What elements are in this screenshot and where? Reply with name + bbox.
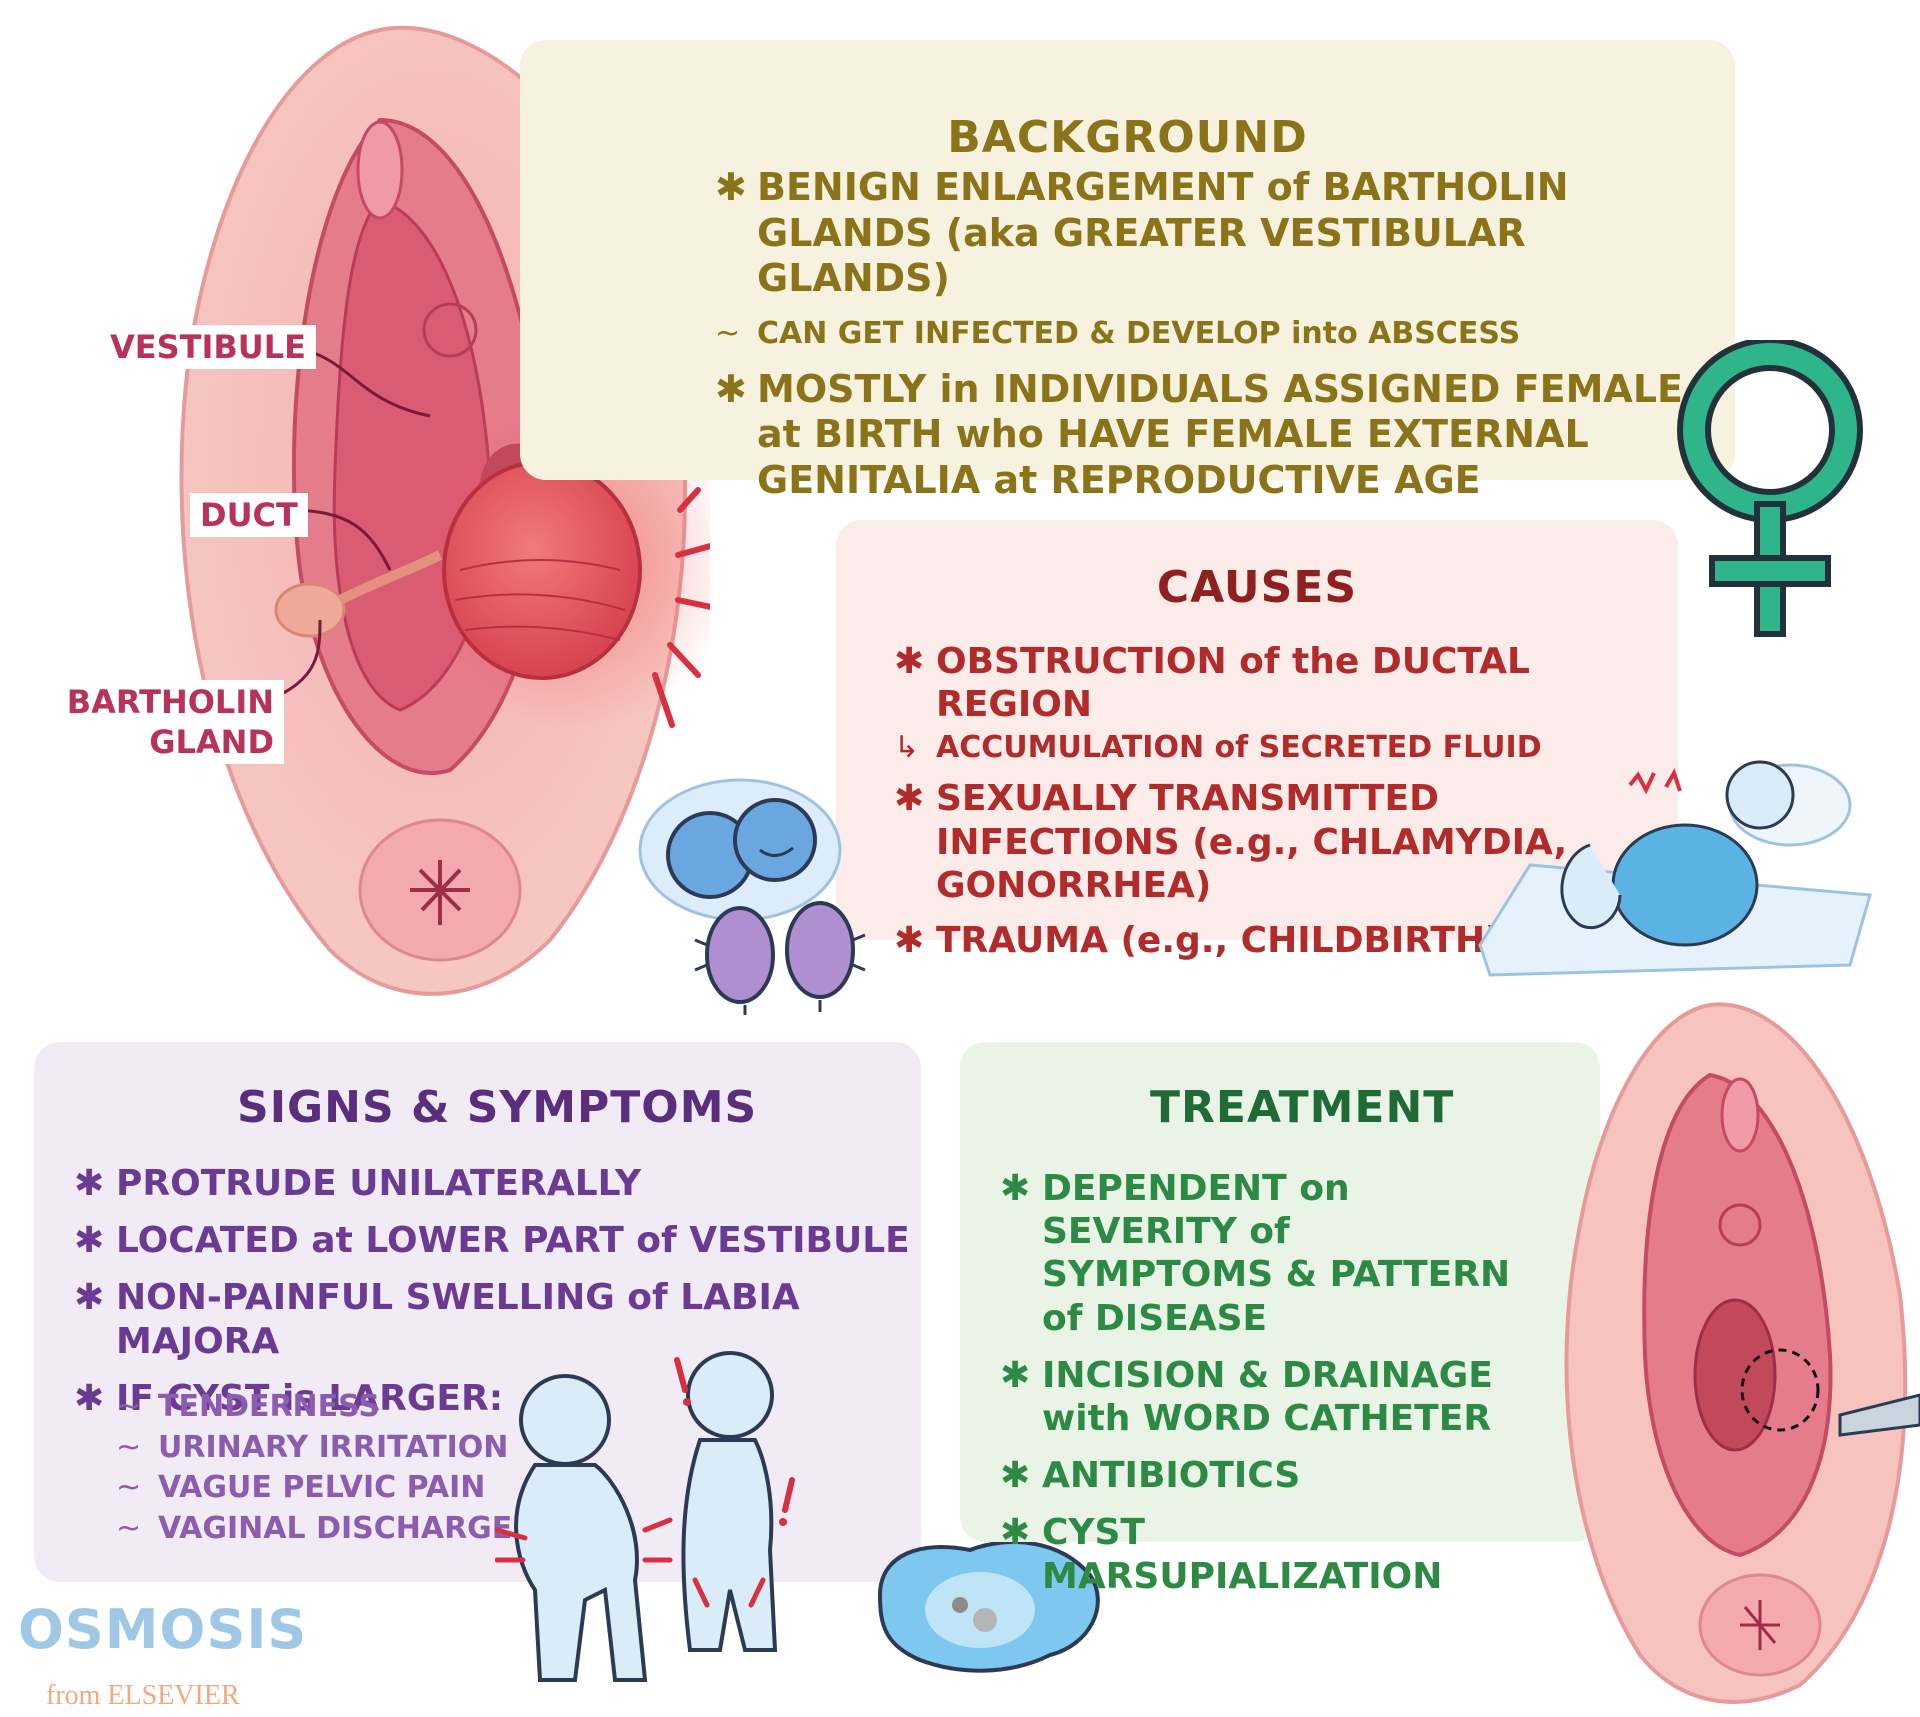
signs-subpoint: ~TENDERNESS [116, 1389, 381, 1424]
label-duct: DUCT [190, 493, 308, 537]
treatment-bullets: ✱DEPENDENT on SEVERITY of SYMPTOMS & PAT… [1000, 1167, 1520, 1612]
background-bullets: ✱BENIGN ENLARGEMENT of BARTHOLIN GLANDS … [715, 165, 1725, 504]
signs-bullet: ✱NON-PAINFUL SWELLING of LABIA MAJORA [74, 1277, 800, 1362]
causes-subpoint: ↳ACCUMULATION of SECRETED FLUID [894, 730, 1542, 766]
causes-bullet: ✱OBSTRUCTION of the DUCTAL REGION [894, 641, 1530, 726]
treatment-bullet: ✱DEPENDENT on SEVERITY of SYMPTOMS & PAT… [1000, 1168, 1511, 1339]
signs-panel: SIGNS & SYMPTOMS ✱PROTRUDE UNILATERALLY … [34, 1042, 921, 1582]
vulva-treatment-illustration [1564, 1002, 1920, 1704]
label-bartholin-gland: BARTHOLIN GLAND [52, 680, 284, 764]
background-bullet: ✱MOSTLY in INDIVIDUALS ASSIGNED FEMALE a… [715, 366, 1683, 502]
causes-title: CAUSES [1156, 562, 1358, 613]
signs-subpoints: ~TENDERNESS ~URINARY IRRITATION ~VAGUE P… [116, 1387, 512, 1549]
background-title: BACKGROUND [947, 112, 1308, 163]
pregnant-person-illustration [1478, 760, 1872, 977]
signs-bullet: ✱PROTRUDE UNILATERALLY [74, 1163, 642, 1204]
treatment-panel: TREATMENT ✱DEPENDENT on SEVERITY of SYMP… [960, 1042, 1600, 1597]
causes-bullet: ✱TRAUMA (e.g., CHILDBIRTH) [894, 919, 1502, 961]
elsevier-logo-text: from ELSEVIER [46, 1680, 240, 1711]
treatment-title: TREATMENT [1150, 1082, 1455, 1133]
background-subpoint: ~CAN GET INFECTED & DEVELOP into ABSCESS [715, 315, 1521, 351]
signs-bullet: ✱LOCATED at LOWER PART of VESTIBULE [74, 1220, 910, 1262]
label-vestibule: VESTIBULE [100, 325, 317, 369]
causes-bullet: ✱SEXUALLY TRANSMITTED INFECTIONS (e.g., … [894, 778, 1568, 906]
background-bullet: ✱BENIGN ENLARGEMENT of BARTHOLIN GLANDS … [715, 165, 1569, 301]
pain-figures-illustration [495, 1351, 795, 1682]
osmosis-logo: OSMOSIS [18, 1598, 308, 1661]
background-panel: BACKGROUND ✱BENIGN ENLARGEMENT of BARTHO… [520, 40, 1735, 502]
causes-bullets: ✱OBSTRUCTION of the DUCTAL REGION ↳ACCUM… [894, 640, 1654, 962]
sanitary-pad-icon [877, 1540, 1100, 1673]
treatment-bullet: ✱CYST MARSUPIALIZATION [1000, 1512, 1443, 1597]
signs-subpoint: ~URINARY IRRITATION [116, 1429, 509, 1465]
bacteria-illustration [638, 778, 866, 1015]
treatment-bullet: ✱ANTIBIOTICS [1000, 1455, 1301, 1497]
signs-bullets: ✱PROTRUDE UNILATERALLY ✱LOCATED at LOWER… [74, 1162, 914, 1434]
signs-subpoint: ~VAGINAL DISCHARGE [116, 1510, 513, 1546]
treatment-bullet: ✱INCISION & DRAINAGE with WORD CATHETER [1000, 1354, 1493, 1439]
female-symbol-icon [1677, 340, 1863, 637]
signs-bullet: ✱IF CYST is LARGER: [74, 1377, 504, 1419]
signs-title: SIGNS & SYMPTOMS [237, 1082, 758, 1133]
signs-subpoint: ~VAGUE PELVIC PAIN [116, 1470, 486, 1505]
